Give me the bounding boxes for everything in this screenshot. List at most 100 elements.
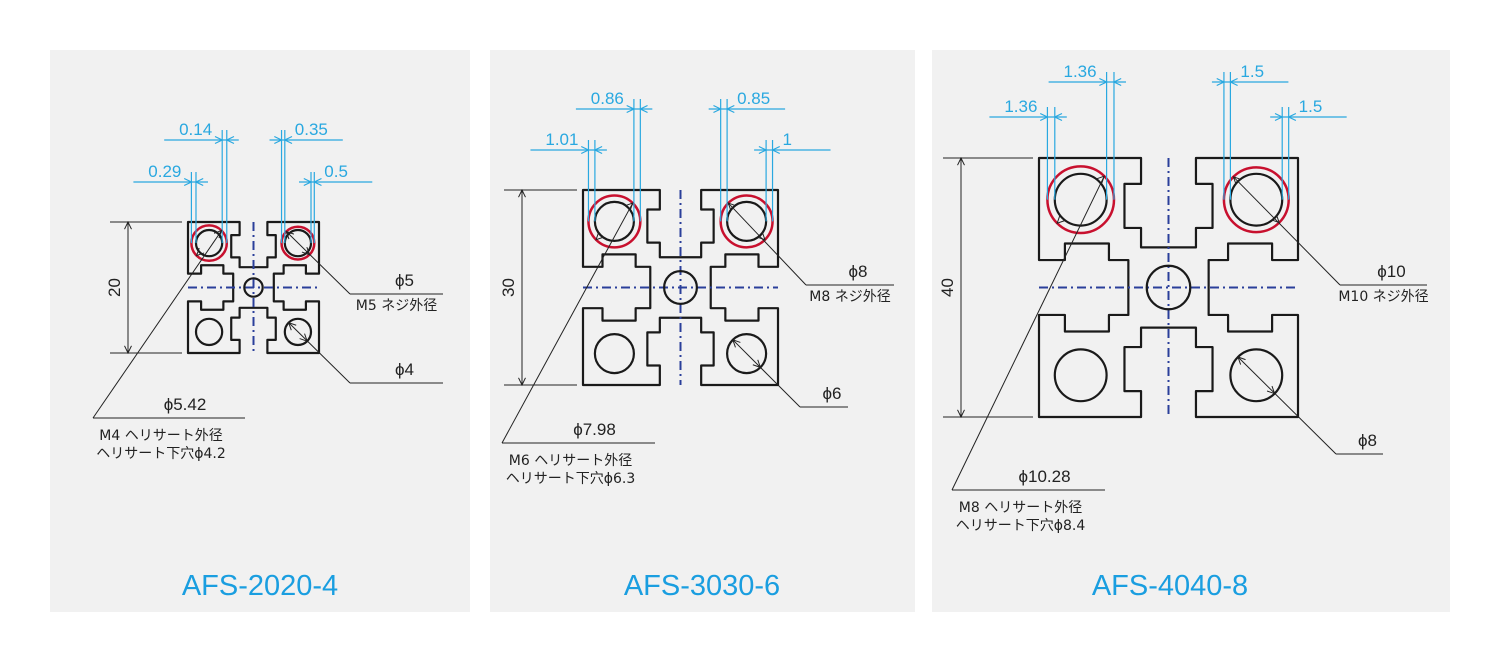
arrowhead bbox=[725, 104, 735, 114]
dimension-label: 0.29 bbox=[148, 162, 181, 181]
arrowhead bbox=[312, 177, 322, 187]
arrowhead bbox=[580, 145, 590, 155]
hole-leader-line bbox=[288, 322, 351, 384]
arrowhead bbox=[124, 220, 132, 230]
insert-diameter-label: ϕ7.98 bbox=[573, 420, 616, 439]
arrowhead bbox=[183, 177, 193, 187]
thread-note: M10 ネジ外径 bbox=[1338, 289, 1428, 305]
wall-thickness-dimension bbox=[989, 107, 1067, 200]
thread-note: M5 ネジ外径 bbox=[356, 298, 437, 314]
insert-leader-line bbox=[951, 175, 1105, 491]
insert-hole-note: ヘリサート下穴ϕ4.2 bbox=[96, 446, 226, 462]
arrowhead bbox=[1229, 77, 1238, 87]
wall-thickness-dimension bbox=[1270, 107, 1347, 200]
arrowhead bbox=[287, 321, 297, 331]
arrowhead bbox=[214, 135, 224, 145]
arrowhead bbox=[285, 230, 295, 240]
height-label: 20 bbox=[105, 278, 124, 297]
wall-thickness-dimension bbox=[133, 172, 208, 244]
arrowhead bbox=[194, 177, 204, 187]
hole-leader-line bbox=[1237, 356, 1337, 455]
profile-title: AFS-2020-4 bbox=[182, 570, 338, 602]
wall-thickness-dimension bbox=[164, 130, 239, 244]
arrowhead bbox=[283, 135, 293, 145]
arrowhead bbox=[1274, 112, 1284, 122]
arrowhead bbox=[713, 104, 723, 114]
arrowhead bbox=[758, 145, 768, 155]
thread-diameter-label: ϕ10 bbox=[1377, 262, 1405, 281]
dimension-label: 0.35 bbox=[295, 120, 328, 139]
thread-leader-line bbox=[285, 231, 351, 295]
thread-leader-line bbox=[1233, 176, 1341, 286]
center-hole bbox=[663, 270, 698, 305]
arrowhead bbox=[957, 156, 965, 166]
arrowhead bbox=[757, 232, 766, 241]
height-label: 40 bbox=[938, 278, 957, 297]
thread-diameter-label: ϕ8 bbox=[849, 262, 868, 281]
thread-leader-line bbox=[727, 202, 807, 286]
arrowhead bbox=[625, 202, 634, 211]
insert-diameter-label: ϕ5.42 bbox=[164, 395, 207, 414]
profile-0 bbox=[92, 130, 443, 419]
arrowhead bbox=[299, 333, 308, 342]
arrowhead bbox=[1099, 77, 1108, 87]
arrowhead bbox=[1271, 214, 1281, 224]
arrowhead bbox=[303, 177, 313, 187]
hole-leader-line bbox=[732, 339, 801, 408]
dimension-label: 0.85 bbox=[737, 89, 770, 108]
wall-thickness-dimension bbox=[530, 140, 607, 222]
arrowhead bbox=[1287, 112, 1297, 122]
dimension-label: 0.86 bbox=[591, 89, 624, 108]
arrowhead bbox=[1096, 175, 1106, 184]
dimension-label: 1.5 bbox=[1299, 97, 1323, 116]
arrowhead bbox=[274, 135, 283, 145]
insert-leader-line bbox=[92, 230, 223, 419]
wall-thickness-dimension bbox=[708, 99, 786, 222]
wall-thickness-dimension bbox=[1048, 72, 1126, 200]
center-hole bbox=[243, 277, 264, 298]
dimension-label: 1.01 bbox=[545, 130, 578, 149]
hole-diameter-label: ϕ6 bbox=[823, 384, 842, 403]
insert-diameter-label: ϕ10.28 bbox=[1018, 467, 1070, 486]
insert-leader-line bbox=[501, 202, 634, 444]
wall-thickness-dimension bbox=[575, 99, 653, 222]
insert-hole-note: ヘリサート下穴ϕ6.3 bbox=[506, 471, 636, 487]
thread-note: M8 ネジ外径 bbox=[809, 289, 890, 305]
hole-diameter-label: ϕ4 bbox=[395, 360, 414, 379]
arrowhead bbox=[1053, 112, 1063, 122]
profile-title: AFS-4040-8 bbox=[1092, 570, 1248, 602]
hole-diameter-label: ϕ8 bbox=[1358, 431, 1377, 450]
wall-thickness-dimension bbox=[754, 140, 831, 222]
profile-2 bbox=[943, 72, 1427, 491]
arrowhead bbox=[124, 345, 132, 355]
dimension-label: 1.5 bbox=[1240, 62, 1264, 81]
arrowhead bbox=[752, 359, 762, 369]
arrowhead bbox=[626, 104, 636, 114]
wall-thickness-dimension bbox=[269, 130, 343, 244]
arrowhead bbox=[1232, 175, 1242, 185]
arrowhead bbox=[732, 339, 741, 348]
arrowhead bbox=[518, 188, 526, 198]
arrowhead bbox=[195, 247, 205, 257]
arrowhead bbox=[957, 409, 965, 419]
thread-diameter-label: ϕ5 bbox=[395, 271, 414, 290]
arrowhead bbox=[225, 135, 235, 145]
dimension-label: 1.36 bbox=[1004, 97, 1037, 116]
arrowhead bbox=[727, 202, 736, 211]
arrowhead bbox=[1216, 77, 1226, 87]
profile-1 bbox=[501, 99, 894, 444]
dimension-label: 0.14 bbox=[179, 120, 212, 139]
dimension-label: 0.5 bbox=[324, 162, 348, 181]
wall-thickness-dimension bbox=[1211, 72, 1289, 200]
center-hole bbox=[1145, 264, 1192, 311]
insert-hole-note: ヘリサート下穴ϕ8.4 bbox=[956, 518, 1086, 534]
arrowhead bbox=[1039, 112, 1049, 122]
dimension-label: 1.36 bbox=[1064, 62, 1097, 81]
corner-hole-bottom-left bbox=[1053, 348, 1108, 403]
corner-hole-bottom-right bbox=[726, 333, 768, 375]
arrowhead bbox=[638, 104, 648, 114]
corner-hole-bottom-left bbox=[593, 333, 635, 375]
profile-title: AFS-3030-6 bbox=[624, 570, 780, 602]
insert-note: M4 ヘリサート外径 bbox=[99, 428, 222, 444]
